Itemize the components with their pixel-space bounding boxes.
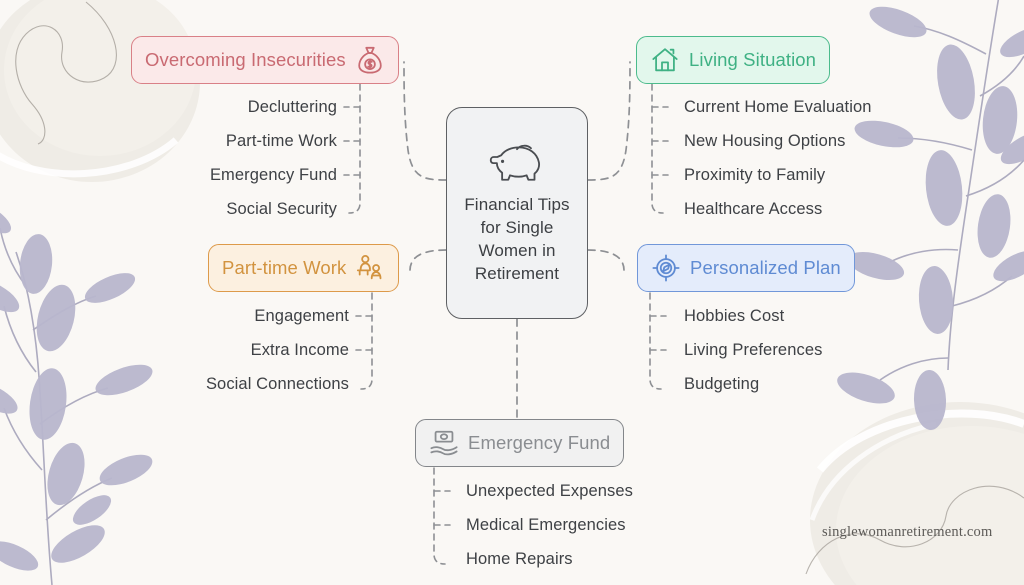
spine-part-time-work [360, 292, 373, 390]
leaf-home-repairs[interactable]: Home Repairs [466, 550, 573, 568]
spine-personalized-plan [649, 292, 662, 390]
hand-holding-money-icon [430, 430, 458, 456]
leaf-social-connections[interactable]: Social Connections [205, 375, 349, 393]
leaf-hobbies-cost[interactable]: Hobbies Cost [684, 307, 785, 325]
branch-head-label: Emergency Fund [468, 432, 611, 453]
leaf-part-time-work[interactable]: Part-time Work [225, 132, 337, 150]
leaf-medical-emergencies[interactable]: Medical Emergencies [466, 516, 626, 534]
leaf-new-housing-options[interactable]: New Housing Options [684, 132, 846, 150]
two-people-desk-icon [357, 255, 382, 280]
branch-head-emergency-fund[interactable]: Emergency Fund [415, 419, 625, 467]
branch-head-part-time-work[interactable]: Part-time Work [208, 244, 400, 292]
scribble-line-top-left [15, 1, 117, 145]
spine-overcoming-insecurities [348, 83, 361, 214]
leaf-unexpected-expenses[interactable]: Unexpected Expenses [466, 482, 634, 500]
branch-head-label: Overcoming Insecurities [145, 49, 346, 70]
edge-to-part-time-work [409, 249, 447, 271]
leaf-emergency-fund[interactable]: Emergency Fund [209, 166, 337, 184]
leaf-current-home-evaluation[interactable]: Current Home Evaluation [684, 98, 872, 116]
leaf-extra-income[interactable]: Extra Income [250, 341, 349, 359]
spine-emergency-fund [433, 467, 446, 565]
branch-head-overcoming-insecurities[interactable]: Overcoming Insecurities [131, 36, 399, 84]
leaf-proximity-to-family[interactable]: Proximity to Family [684, 166, 826, 184]
piggy-bank-icon [489, 144, 541, 181]
spine-living-situation [651, 83, 664, 214]
branch-head-living-situation[interactable]: Living Situation [636, 36, 831, 84]
home-icon [652, 48, 678, 72]
botanical-decoration-right [837, 0, 1024, 430]
edge-to-living-situation [587, 61, 631, 181]
branch-head-label: Part-time Work [222, 257, 347, 278]
edge-to-personalized-plan [587, 249, 625, 271]
branch-head-label: Personalized Plan [690, 257, 841, 278]
money-bag-icon [358, 46, 382, 74]
leaf-budgeting[interactable]: Budgeting [684, 375, 760, 393]
leaf-healthcare-access[interactable]: Healthcare Access [684, 200, 823, 218]
watermark: singlewomanretirement.com [822, 524, 993, 540]
branch-head-personalized-plan[interactable]: Personalized Plan [637, 244, 855, 292]
compass-target-icon [652, 254, 680, 282]
paint-blob-bottom-right [809, 402, 1024, 585]
leaf-living-preferences[interactable]: Living Preferences [684, 341, 823, 359]
central-node-label: Financial Tips for Single Women in Retir… [464, 195, 570, 283]
leaf-engagement[interactable]: Engagement [254, 307, 349, 325]
central-node[interactable]: Financial Tips for Single Women in Retir… [446, 107, 588, 319]
scribble-line-bottom-right [805, 485, 1024, 575]
branch-head-label: Living Situation [689, 49, 817, 70]
leaf-social-security[interactable]: Social Security [226, 200, 337, 218]
botanical-decoration-left [0, 202, 153, 585]
edge-to-overcoming-insecurities [403, 61, 447, 181]
leaf-decluttering[interactable]: Decluttering [247, 98, 337, 116]
